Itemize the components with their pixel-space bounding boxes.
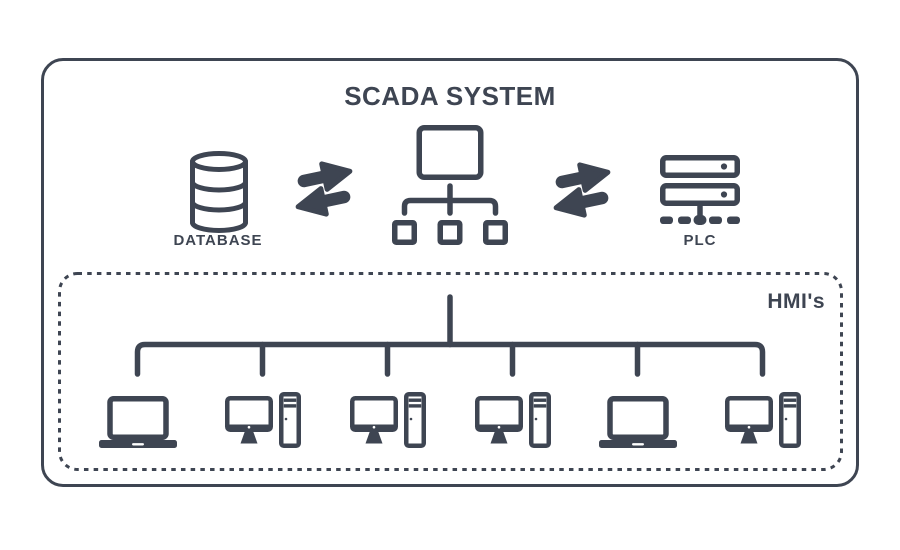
desktop-tower-icon [225,392,301,448]
hmi-device-desktop-tower [475,392,551,448]
hmi-group: HMI's [58,272,843,471]
hmi-device-laptop [99,392,177,448]
hmi-dashed-boundary [58,272,843,471]
laptop-icon [99,396,177,448]
hmi-devices-row [58,272,843,471]
hmi-device-laptop [599,392,677,448]
hmi-device-desktop-tower [725,392,801,448]
database-icon [190,151,248,233]
hmi-tree-connector [134,294,766,377]
laptop-icon [599,396,677,448]
scada-server-icon [392,125,508,245]
desktop-tower-icon [725,392,801,448]
desktop-tower-icon [475,392,551,448]
plc-icon [660,155,740,225]
plc-label: PLC [683,232,717,249]
diagram-title: SCADA SYSTEM [344,81,556,111]
desktop-tower-icon [350,392,426,448]
hmi-device-desktop-tower [225,392,301,448]
swap-arrow-left-icon [295,161,353,217]
database-label: DATABASE [173,232,263,249]
hmi-group-label: HMI's [767,290,825,313]
hmi-device-desktop-tower [350,392,426,448]
swap-arrow-right-icon [553,162,611,218]
